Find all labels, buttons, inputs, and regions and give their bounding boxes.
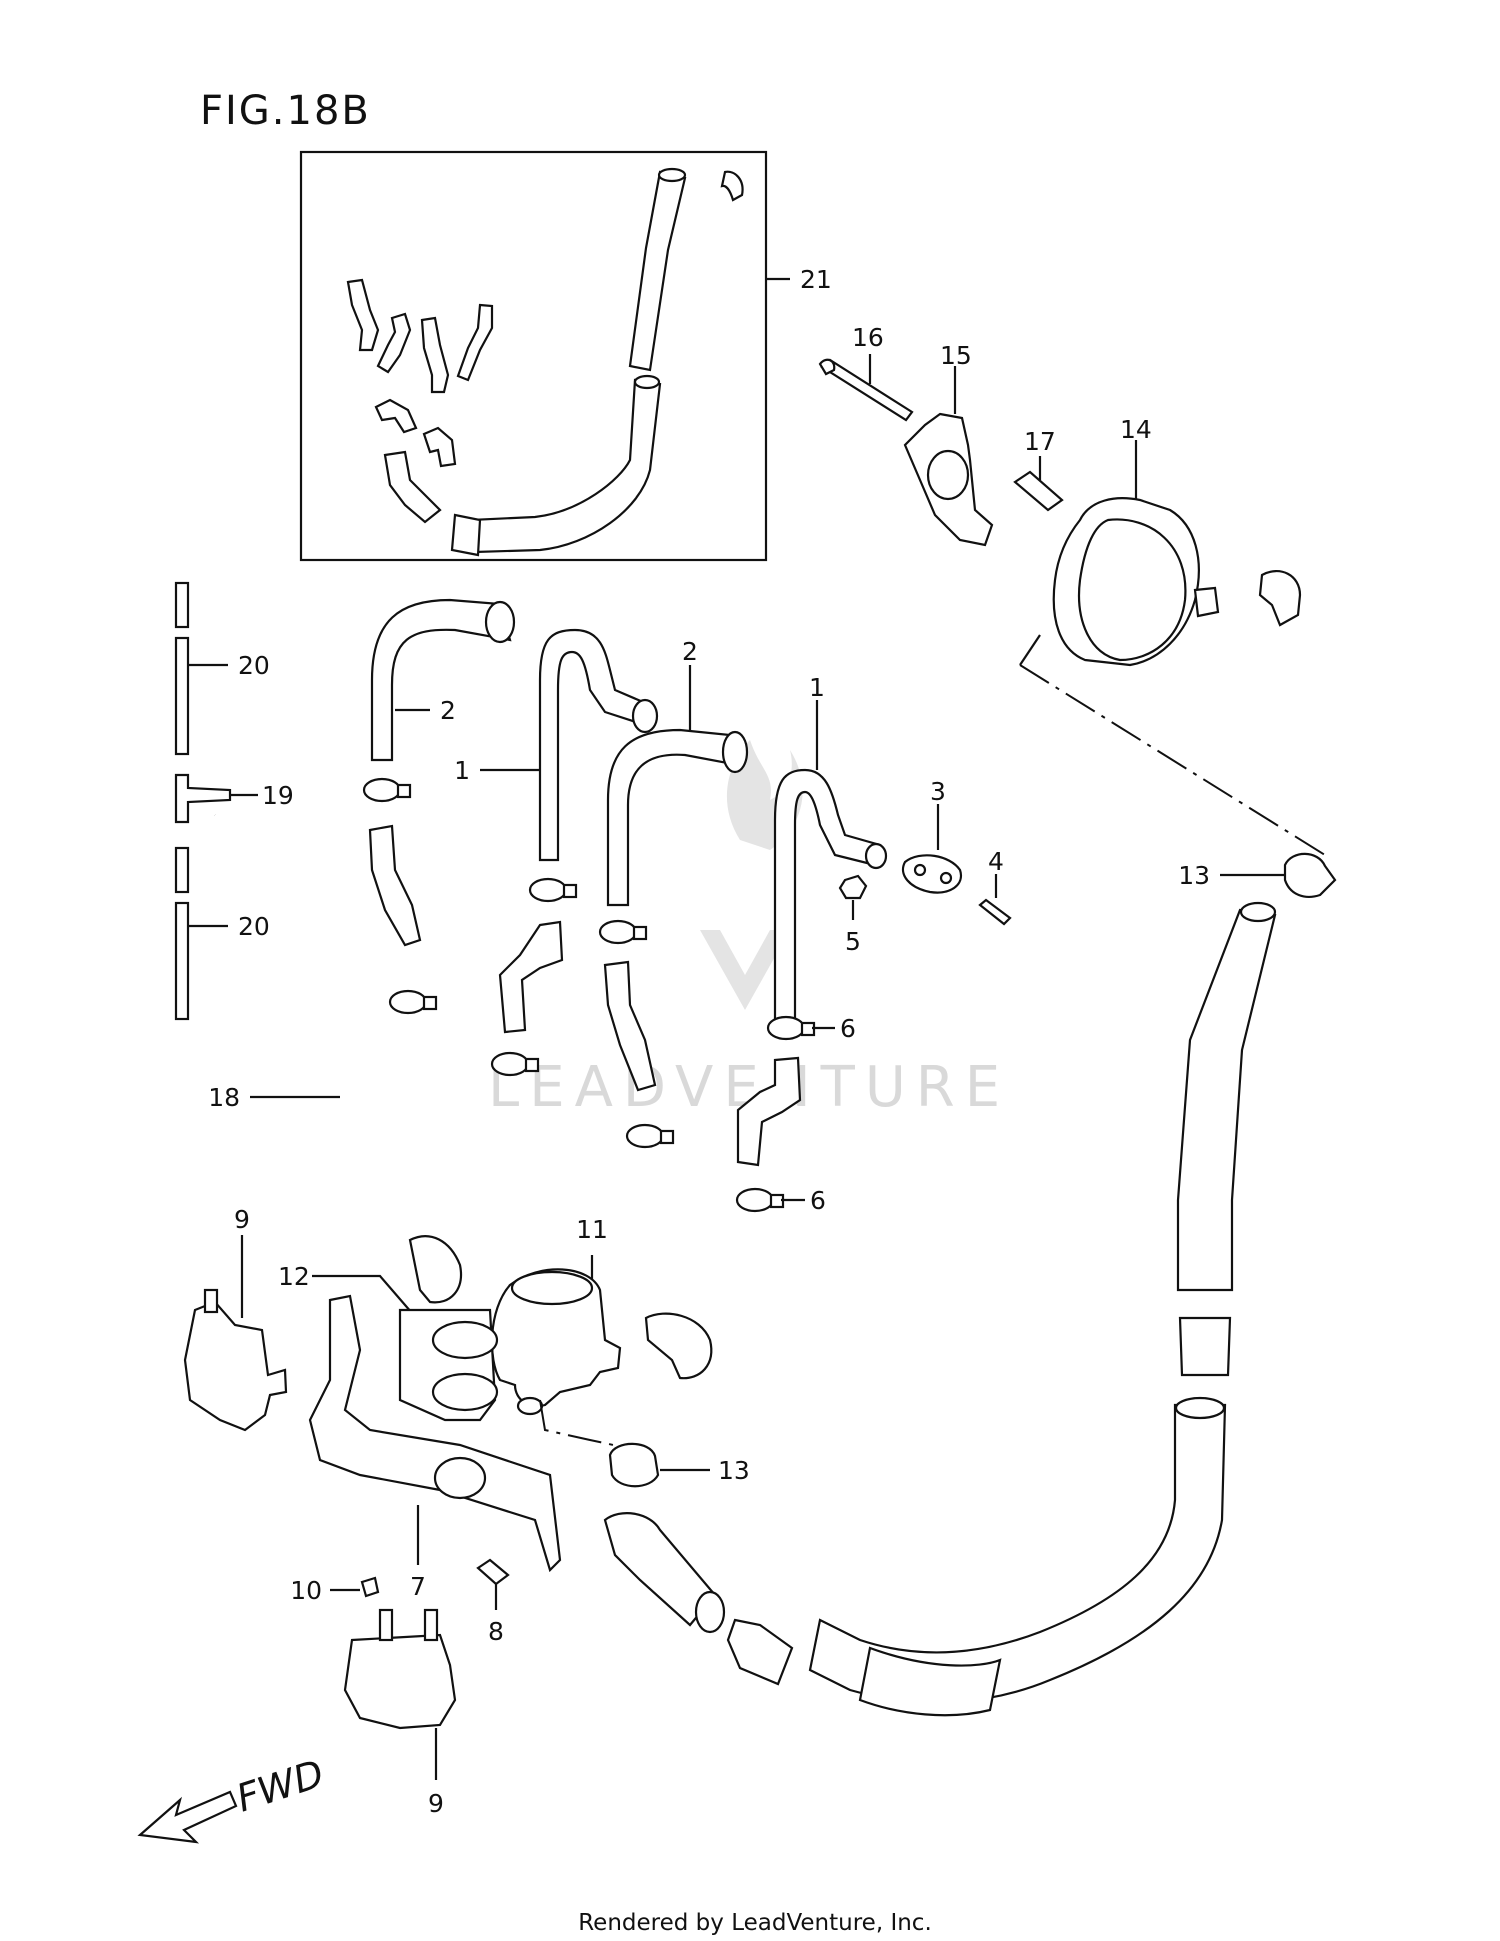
- callout-4: 4: [988, 847, 1004, 876]
- part-15-bracket: 15: [903, 341, 994, 547]
- part-14-air-filter: 14: [1019, 415, 1302, 667]
- callout-2b: 2: [682, 637, 698, 666]
- callout-14: 14: [1120, 415, 1152, 444]
- part-17-pipe: 17: [1013, 427, 1064, 512]
- figure-title: FIG.18B: [200, 88, 371, 134]
- part-13-clamp-lower: 13: [608, 1442, 750, 1488]
- callout-6b: 6: [810, 1186, 826, 1215]
- callout-19: 19: [262, 781, 294, 810]
- part-1-hose-b: 1: [773, 673, 888, 1037]
- callout-5: 5: [845, 927, 861, 956]
- part-7-bracket: 7: [308, 1294, 562, 1601]
- part-9-valve-upper: 9: [183, 1205, 288, 1432]
- callout-10: 10: [290, 1576, 322, 1605]
- callout-1a: 1: [454, 756, 470, 785]
- leader-14-13: [1019, 664, 1326, 856]
- part-20-upper: 20: [174, 581, 270, 756]
- part-2-hose-b: 2: [606, 637, 749, 907]
- callout-2a: 2: [440, 696, 456, 725]
- callout-20b: 20: [238, 912, 270, 941]
- clamps-and-elbows: [362, 777, 816, 1213]
- callout-9a: 9: [234, 1205, 250, 1234]
- callout-9b: 9: [428, 1789, 444, 1818]
- callout-13a: 13: [1178, 861, 1210, 890]
- kit-box-21: 21: [299, 150, 832, 562]
- callout-12: 12: [278, 1262, 310, 1291]
- callout-7: 7: [410, 1572, 426, 1601]
- part-12-bracket: 12: [278, 1262, 499, 1422]
- part-8-bolt: 8: [476, 1558, 510, 1646]
- lower-elbow-hose: [603, 1512, 726, 1634]
- callout-3: 3: [930, 777, 946, 806]
- part-20-lower: 20: [174, 846, 270, 1021]
- callout-6a: 6: [840, 1014, 856, 1043]
- callout-18: 18: [208, 1083, 240, 1112]
- part-19-tee: 19: [174, 773, 294, 824]
- part-1-hose-a: 1: [454, 628, 659, 862]
- part-3-gasket: 3: [902, 777, 963, 894]
- callout-11: 11: [576, 1215, 608, 1244]
- part-9-valve-lower: 9: [343, 1608, 457, 1818]
- part-10-bolt: 10: [290, 1576, 380, 1605]
- part-6-labels: 6 6: [781, 1014, 856, 1215]
- callout-17: 17: [1024, 427, 1056, 456]
- part-18-hose: 18: [208, 811, 513, 1313]
- callout-13b: 13: [718, 1456, 750, 1485]
- footer-credit: Rendered by LeadVenture, Inc.: [578, 1910, 932, 1936]
- part-13-clamp-upper: 13: [1178, 852, 1337, 898]
- fwd-arrow: FWD: [137, 1751, 329, 1844]
- callout-21: 21: [800, 265, 832, 294]
- callout-20a: 20: [238, 651, 270, 680]
- callout-1b: 1: [809, 673, 825, 702]
- part-16-bolt: 16: [818, 323, 914, 422]
- part-2-hose-a: 2: [370, 598, 516, 762]
- callout-8: 8: [488, 1617, 504, 1646]
- callout-16: 16: [852, 323, 884, 352]
- main-air-hose: [726, 901, 1277, 1717]
- callout-15: 15: [940, 341, 972, 370]
- part-5-nut: 5: [838, 874, 868, 956]
- fwd-label: FWD: [231, 1751, 329, 1820]
- part-4-stud: 4: [978, 847, 1012, 926]
